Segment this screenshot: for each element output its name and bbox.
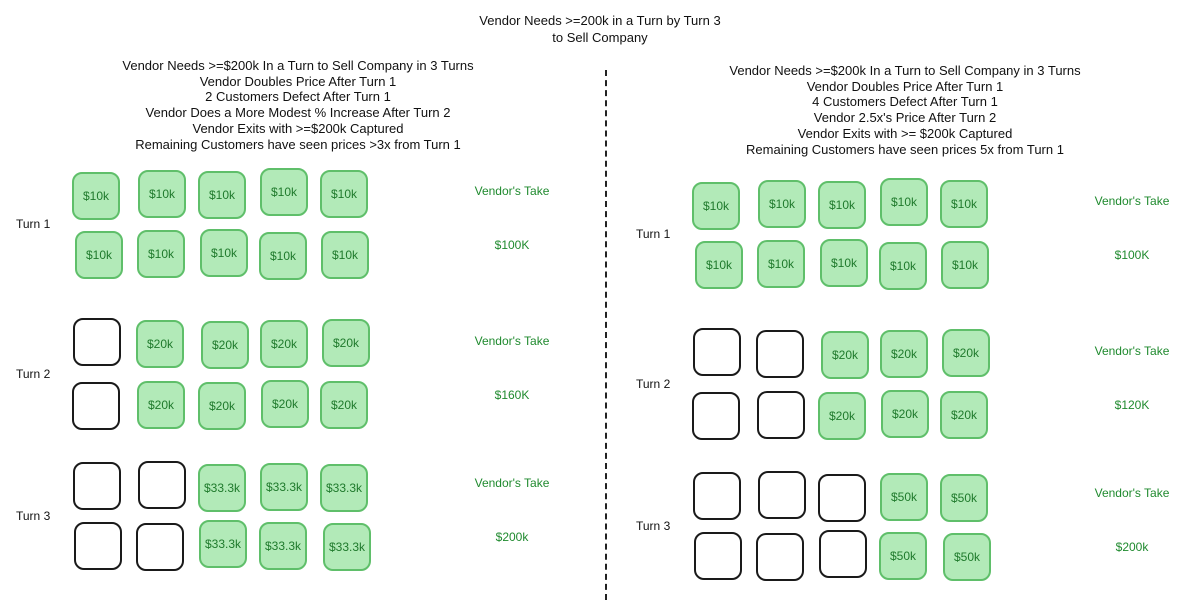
vendor-take-amount: $100K (1114, 248, 1150, 262)
paying-customer-box: $20k (322, 319, 370, 367)
paying-customer-box: $20k (880, 330, 928, 378)
paying-customer-box: $10k (692, 182, 740, 230)
paying-customer-box: $10k (941, 241, 989, 289)
paying-customer-box: $10k (940, 180, 988, 228)
vendor-take-amount: $100K (494, 238, 530, 252)
paying-customer-box: $20k (136, 320, 184, 368)
paying-customer-box: $10k (259, 232, 307, 280)
paying-customer-box: $20k (260, 320, 308, 368)
scenario-note: Vendor Doubles Price After Turn 1 (806, 78, 1004, 94)
paying-customer-box: $10k (757, 240, 805, 288)
paying-customer-box: $10k (820, 239, 868, 287)
paying-customer-box: $10k (758, 180, 806, 228)
defected-customer-box (694, 532, 742, 580)
paying-customer-box: $20k (818, 392, 866, 440)
diagram-title-line-1: Vendor Needs >=200k in a Turn by Turn 3 (479, 13, 721, 28)
paying-customer-box: $33.3k (323, 523, 371, 571)
turn-label: Turn 3 (16, 509, 51, 523)
scenario-note: Remaining Customers have seen prices 5x … (746, 141, 1064, 157)
vendor-take-label: Vendor's Take (1094, 194, 1170, 208)
paying-customer-box: $10k (75, 231, 123, 279)
panel-divider (605, 70, 607, 600)
paying-customer-box: $33.3k (199, 520, 247, 568)
defected-customer-box (693, 328, 741, 376)
scenario-note: Vendor Doubles Price After Turn 1 (199, 73, 397, 89)
defected-customer-box (818, 474, 866, 522)
paying-customer-box: $20k (261, 380, 309, 428)
turn-label: Turn 2 (16, 367, 51, 381)
paying-customer-box: $10k (198, 171, 246, 219)
vendor-take-label: Vendor's Take (474, 476, 550, 490)
scenario-note: Vendor Exits with >=$200k Captured (192, 120, 404, 136)
scenario-note: 4 Customers Defect After Turn 1 (812, 94, 998, 110)
turn-label: Turn 2 (636, 377, 671, 391)
paying-customer-box: $33.3k (260, 463, 308, 511)
vendor-take-amount: $120K (1114, 398, 1150, 412)
paying-customer-box: $10k (137, 230, 185, 278)
paying-customer-box: $10k (880, 178, 928, 226)
turn-label: Turn 1 (16, 217, 51, 231)
defected-customer-box (73, 462, 121, 510)
scenario-note: Vendor Does a More Modest % Increase Aft… (145, 105, 451, 121)
paying-customer-box: $50k (880, 473, 928, 521)
scenario-note: 2 Customers Defect After Turn 1 (205, 89, 391, 105)
defected-customer-box (692, 392, 740, 440)
paying-customer-box: $20k (940, 391, 988, 439)
defected-customer-box (756, 533, 804, 581)
paying-customer-box: $20k (201, 321, 249, 369)
paying-customer-box: $20k (320, 381, 368, 429)
paying-customer-box: $10k (695, 241, 743, 289)
vendor-take-amount: $200k (1115, 540, 1149, 554)
paying-customer-box: $10k (818, 181, 866, 229)
vendor-take-label: Vendor's Take (1094, 344, 1170, 358)
vendor-take-label: Vendor's Take (474, 334, 550, 348)
paying-customer-box: $20k (821, 331, 869, 379)
scenario-note: Remaining Customers have seen prices >3x… (135, 136, 461, 152)
defected-customer-box (693, 472, 741, 520)
turn-label: Turn 3 (636, 519, 671, 533)
paying-customer-box: $50k (943, 533, 991, 581)
defected-customer-box (819, 530, 867, 578)
left-scenario-notes: Vendor Needs >=$200k In a Turn to Sell C… (58, 58, 538, 152)
paying-customer-box: $20k (198, 382, 246, 430)
defected-customer-box (136, 523, 184, 571)
paying-customer-box: $33.3k (198, 464, 246, 512)
turn-label: Turn 1 (636, 227, 671, 241)
diagram-title: Vendor Needs >=200k in a Turn by Turn 3 … (0, 12, 1200, 46)
defected-customer-box (757, 391, 805, 439)
paying-customer-box: $10k (879, 242, 927, 290)
paying-customer-box: $20k (942, 329, 990, 377)
scenario-note: Vendor Needs >=$200k In a Turn to Sell C… (729, 63, 1081, 78)
defected-customer-box (758, 471, 806, 519)
scenario-note: Vendor Exits with >= $200k Captured (797, 125, 1013, 141)
paying-customer-box: $20k (137, 381, 185, 429)
paying-customer-box: $10k (320, 170, 368, 218)
paying-customer-box: $20k (881, 390, 929, 438)
paying-customer-box: $10k (72, 172, 120, 220)
scenario-note: Vendor 2.5x's Price After Turn 2 (813, 110, 997, 126)
paying-customer-box: $50k (879, 532, 927, 580)
vendor-take-label: Vendor's Take (474, 184, 550, 198)
paying-customer-box: $33.3k (259, 522, 307, 570)
defected-customer-box (73, 318, 121, 366)
vendor-take-amount: $160K (494, 388, 530, 402)
paying-customer-box: $10k (321, 231, 369, 279)
defected-customer-box (138, 461, 186, 509)
defected-customer-box (72, 382, 120, 430)
defected-customer-box (756, 330, 804, 378)
vendor-take-amount: $200k (495, 530, 529, 544)
paying-customer-box: $33.3k (320, 464, 368, 512)
paying-customer-box: $10k (260, 168, 308, 216)
diagram-title-line-2: to Sell Company (552, 30, 648, 45)
vendor-take-label: Vendor's Take (1094, 486, 1170, 500)
paying-customer-box: $10k (138, 170, 186, 218)
scenario-note: Vendor Needs >=$200k In a Turn to Sell C… (122, 58, 474, 73)
right-scenario-notes: Vendor Needs >=$200k In a Turn to Sell C… (660, 63, 1150, 157)
paying-customer-box: $10k (200, 229, 248, 277)
defected-customer-box (74, 522, 122, 570)
paying-customer-box: $50k (940, 474, 988, 522)
